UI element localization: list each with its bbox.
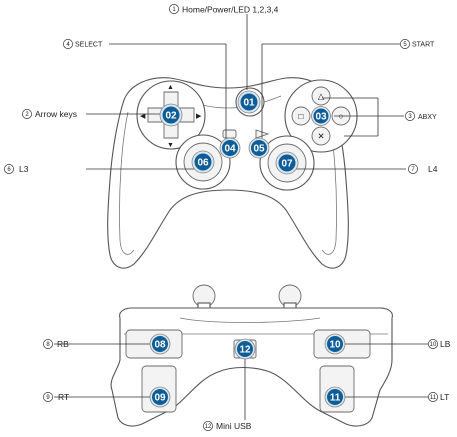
triangle-symbol: △ [318, 91, 325, 101]
svg-text:03: 03 [315, 112, 327, 123]
svg-text:12: 12 [239, 345, 251, 356]
dpad-down-arrow: ▼ [167, 142, 174, 149]
svg-text:10: 10 [329, 340, 341, 351]
badge-11: 11 [324, 386, 346, 408]
callout-start: 5 START [400, 39, 435, 49]
badge-06: 06 [191, 150, 215, 174]
badge-10: 10 [324, 333, 346, 355]
callout-l3: 6 L3 [4, 164, 29, 174]
svg-text:04: 04 [224, 144, 236, 155]
dpad-left-arrow: ◀ [140, 113, 146, 120]
svg-text:07: 07 [281, 159, 293, 170]
callout-select: 4 SELECT [63, 39, 103, 49]
svg-text:9: 9 [46, 395, 50, 401]
svg-text:11: 11 [330, 393, 341, 404]
svg-text:7: 7 [411, 167, 415, 173]
badge-02: 02 [159, 103, 183, 127]
svg-text:RB: RB [57, 339, 69, 349]
number-badges: 01 02 03 04 05 06 07 [149, 90, 346, 408]
leader-lines [54, 14, 428, 420]
dpad-right-arrow: ▶ [196, 113, 202, 120]
badge-04: 04 [219, 137, 241, 159]
callout-rb: 8 RB [43, 339, 69, 349]
svg-text:5: 5 [403, 42, 407, 48]
front-center-ridge [179, 317, 321, 323]
svg-text:8: 8 [46, 342, 50, 348]
svg-text:11: 11 [430, 395, 437, 401]
svg-text:01: 01 [243, 98, 255, 109]
badge-08: 08 [149, 333, 171, 355]
badge-01: 01 [237, 90, 261, 114]
callout-labels: 1 Home/Power/LED 1,2,3,4 4 SELECT 5 STAR… [4, 4, 451, 431]
svg-text:08: 08 [154, 340, 166, 351]
callout-rt: 9 RT [43, 392, 69, 402]
svg-text:3: 3 [408, 114, 412, 120]
callout-arrow-keys: 2 Arrow keys [22, 109, 77, 119]
callout-abxy: 3 ABXY [405, 111, 437, 121]
svg-text:LB: LB [440, 339, 451, 349]
svg-text:06: 06 [197, 158, 209, 169]
svg-text:Arrow keys: Arrow keys [35, 109, 77, 119]
svg-text:L4: L4 [428, 164, 438, 174]
svg-text:12: 12 [205, 424, 212, 430]
cross-symbol: ✕ [317, 131, 324, 141]
dpad-up-arrow: ▲ [167, 84, 174, 91]
svg-text:09: 09 [154, 393, 166, 404]
svg-text:L3: L3 [19, 164, 29, 174]
badge-03: 03 [311, 106, 331, 126]
svg-text:LT: LT [440, 392, 449, 402]
svg-text:Mini USB: Mini USB [216, 421, 252, 431]
svg-text:05: 05 [253, 144, 265, 155]
callout-home-power-led: 1 Home/Power/LED 1,2,3,4 [169, 4, 279, 15]
callout-l4: 7 L4 [408, 164, 438, 174]
svg-text:4: 4 [66, 42, 70, 48]
svg-text:2: 2 [25, 112, 29, 118]
square-symbol: □ [298, 111, 303, 121]
badge-09: 09 [149, 386, 171, 408]
callout-lb: 10 LB [428, 339, 451, 349]
square-button [291, 106, 311, 126]
badge-05: 05 [248, 137, 270, 159]
left-grip-contour [119, 111, 135, 255]
select-button [222, 129, 237, 139]
cross-button [311, 126, 331, 146]
badge-12: 12 [234, 338, 256, 360]
svg-text:RT: RT [58, 392, 69, 402]
svg-text:02: 02 [165, 111, 177, 122]
callout-mini-usb: 12 Mini USB [203, 421, 252, 431]
svg-text:10: 10 [430, 342, 437, 348]
svg-text:Home/Power/LED 1,2,3,4: Home/Power/LED 1,2,3,4 [182, 5, 279, 15]
triangle-button [311, 86, 331, 106]
svg-text:6: 6 [7, 167, 11, 173]
svg-text:START: START [412, 42, 435, 49]
svg-text:SELECT: SELECT [75, 42, 103, 49]
badge-07: 07 [275, 151, 299, 175]
svg-text:1: 1 [172, 7, 176, 13]
callout-lt: 11 LT [428, 392, 449, 402]
svg-text:ABXY: ABXY [418, 114, 437, 121]
